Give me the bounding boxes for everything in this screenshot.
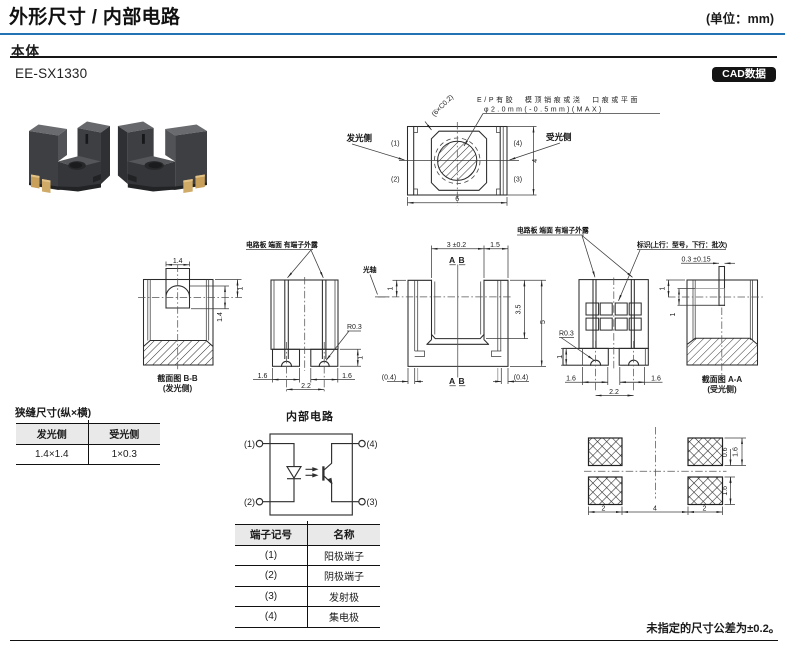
svg-text:截面图 B-B: 截面图 B-B: [157, 373, 198, 383]
svg-text:R0.3: R0.3: [559, 331, 574, 338]
svg-text:5: 5: [540, 320, 547, 324]
svg-text:1.5: 1.5: [490, 242, 500, 249]
svg-text:1.4: 1.4: [173, 258, 183, 265]
svg-text:光轴: 光轴: [362, 265, 377, 274]
svg-text:(2): (2): [391, 177, 400, 184]
svg-text:0.3 ±0.15: 0.3 ±0.15: [682, 257, 711, 264]
svg-text:(3): (3): [514, 177, 523, 184]
svg-text:4: 4: [653, 506, 657, 513]
svg-text:1: 1: [358, 356, 365, 360]
svg-text:发光侧: 发光侧: [346, 133, 373, 143]
svg-text:电路板 端面 有端子外露: 电路板 端面 有端子外露: [517, 226, 590, 235]
svg-text:3.5: 3.5: [516, 305, 523, 315]
svg-text:A: A: [449, 255, 455, 265]
svg-text:(发光侧): (发光侧): [163, 383, 193, 393]
svg-text:1.4: 1.4: [217, 312, 224, 322]
svg-text:E/P有胶 模顶销痕或浇 口痕或平面: E/P有胶 模顶销痕或浇 口痕或平面: [477, 95, 640, 104]
svg-text:1.6: 1.6: [342, 373, 352, 380]
svg-text:R0.3: R0.3: [347, 324, 362, 331]
svg-text:1: 1: [557, 355, 564, 359]
svg-text:2: 2: [602, 506, 606, 513]
svg-text:1: 1: [387, 287, 394, 291]
svg-text:B: B: [459, 255, 465, 265]
svg-text:1.6: 1.6: [732, 447, 739, 457]
svg-text:B: B: [459, 376, 465, 386]
svg-text:(0.4): (0.4): [514, 375, 528, 382]
svg-text:6: 6: [455, 196, 459, 203]
svg-text:1: 1: [238, 286, 245, 290]
svg-text:4: 4: [532, 159, 539, 163]
svg-text:受光侧: 受光侧: [546, 132, 572, 142]
svg-text:(4): (4): [367, 439, 378, 449]
svg-text:(1): (1): [244, 439, 255, 449]
svg-text:φ2.0mm(-0.5mm)(MAX): φ2.0mm(-0.5mm)(MAX): [484, 107, 604, 114]
svg-text:标识(上行：型号，下行：批次): 标识(上行：型号，下行：批次): [636, 240, 727, 249]
svg-text:2.2: 2.2: [609, 389, 619, 396]
svg-text:(3): (3): [367, 497, 378, 507]
svg-text:2.2: 2.2: [301, 383, 311, 390]
svg-text:1: 1: [659, 286, 666, 290]
svg-text:(受光侧): (受光侧): [707, 384, 737, 394]
svg-text:1.6: 1.6: [566, 376, 576, 383]
svg-text:1.6: 1.6: [651, 376, 661, 383]
svg-text:1.6: 1.6: [722, 486, 729, 496]
svg-text:(1): (1): [391, 141, 400, 148]
svg-text:0.6: 0.6: [722, 447, 729, 457]
svg-text:2: 2: [703, 506, 707, 513]
svg-text:(6×C0.2): (6×C0.2): [431, 94, 455, 118]
svg-text:3 ±0.2: 3 ±0.2: [447, 242, 467, 249]
svg-text:(4): (4): [514, 141, 523, 148]
svg-text:(2): (2): [244, 497, 255, 507]
svg-text:(0.4): (0.4): [382, 375, 396, 382]
svg-text:1.6: 1.6: [258, 373, 268, 380]
svg-text:截面图 A-A: 截面图 A-A: [702, 374, 743, 384]
svg-text:A: A: [449, 376, 455, 386]
svg-text:电路板 端面 有端子外露: 电路板 端面 有端子外露: [246, 240, 319, 249]
svg-text:1: 1: [670, 312, 677, 316]
